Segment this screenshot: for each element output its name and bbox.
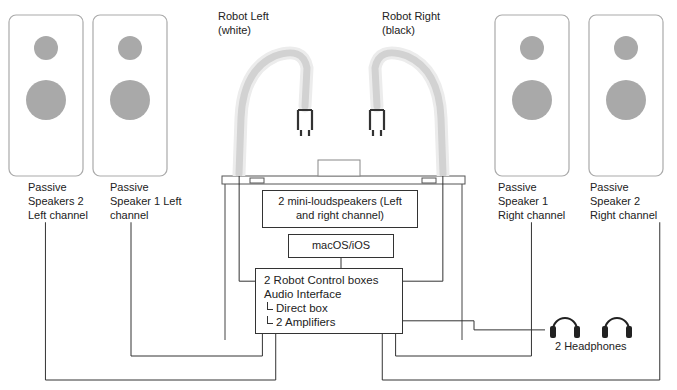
box-label: 2 Amplifiers [264, 315, 394, 329]
tweeter [520, 36, 544, 60]
box-label: Direct box [264, 301, 394, 315]
tree-branch-mark [267, 302, 273, 310]
speaker-cabinet [93, 15, 167, 176]
speaker-node: Passive Speaker 1 Right channel [494, 14, 572, 222]
mini-loudspeaker [422, 178, 436, 183]
speaker-label: Passive Speaker 2 Right channel [590, 181, 666, 222]
process-box: 2 mini-loudspeakers (Left and right chan… [262, 190, 418, 228]
robot-label: Robot Left (white) [218, 10, 290, 38]
robot-arm [370, 53, 443, 174]
table-leg [225, 184, 226, 340]
tweeter [614, 36, 638, 60]
device-block [318, 160, 360, 176]
box-label: Audio Interface [264, 287, 394, 301]
box-label: macOS/iOS [295, 239, 387, 253]
speaker-node: Passive Speakers 2 Left channel [8, 14, 86, 222]
gripper [298, 110, 312, 136]
arm-glow [375, 53, 443, 174]
speaker-label: Passive Speaker 1 Right channel [498, 181, 574, 222]
box-label: 2 Robot Control boxes [264, 273, 394, 287]
speaker-cabinet [589, 15, 663, 176]
robot-label: Robot Right (black) [382, 10, 454, 38]
speaker-node: Passive Speaker 2 Right channel [588, 14, 666, 222]
arm-link [375, 53, 443, 174]
speaker-node: Passive Speaker 1 Left channel [92, 14, 170, 222]
headphones-icon [545, 306, 651, 340]
speaker-cabinet [9, 15, 83, 176]
speaker-icon [92, 14, 170, 178]
tree-branch-mark [267, 316, 273, 324]
wire-connector [341, 258, 342, 268]
woofer [110, 80, 150, 120]
headphones-node: 2 Headphones [545, 306, 651, 354]
speaker-cabinet [495, 15, 569, 176]
wire-connector [239, 176, 255, 281]
wire-connector [131, 222, 262, 356]
robot-node: Robot Left (white) [215, 6, 320, 176]
ear-cup [626, 326, 632, 338]
wire-connector [403, 321, 545, 330]
robot-arm [239, 53, 312, 174]
headphone [550, 318, 580, 338]
woofer [26, 80, 66, 120]
process-box: macOS/iOS [288, 234, 394, 258]
woofer [606, 80, 646, 120]
arm-glow [239, 53, 307, 174]
ear-cup [602, 326, 608, 338]
ear-cup [550, 326, 556, 338]
wire-connector [396, 222, 532, 356]
woofer [512, 80, 552, 120]
tweeter [34, 36, 58, 60]
box-label: 2 mini-loudspeakers (Left and right chan… [269, 195, 411, 223]
headphone [602, 318, 632, 338]
speaker-icon [494, 14, 572, 178]
headband [553, 318, 577, 330]
wire-connector [45, 222, 275, 380]
speaker-icon [8, 14, 86, 178]
gripper [370, 110, 384, 136]
tweeter [118, 36, 142, 60]
wire-connector [382, 222, 659, 380]
table-leg [462, 184, 463, 340]
headphones-label: 2 Headphones [555, 340, 651, 354]
ear-cup [574, 326, 580, 338]
mini-loudspeaker [250, 178, 264, 183]
headband [605, 318, 629, 330]
speaker-label: Passive Speaker 1 Left channel [110, 181, 186, 222]
process-box: 2 Robot Control boxesAudio InterfaceDire… [255, 268, 403, 334]
robot-node: Robot Right (black) [362, 6, 467, 176]
table-top [222, 176, 465, 184]
arm-link [239, 53, 307, 174]
speaker-label: Passive Speakers 2 Left channel [28, 181, 104, 222]
speaker-icon [588, 14, 666, 178]
